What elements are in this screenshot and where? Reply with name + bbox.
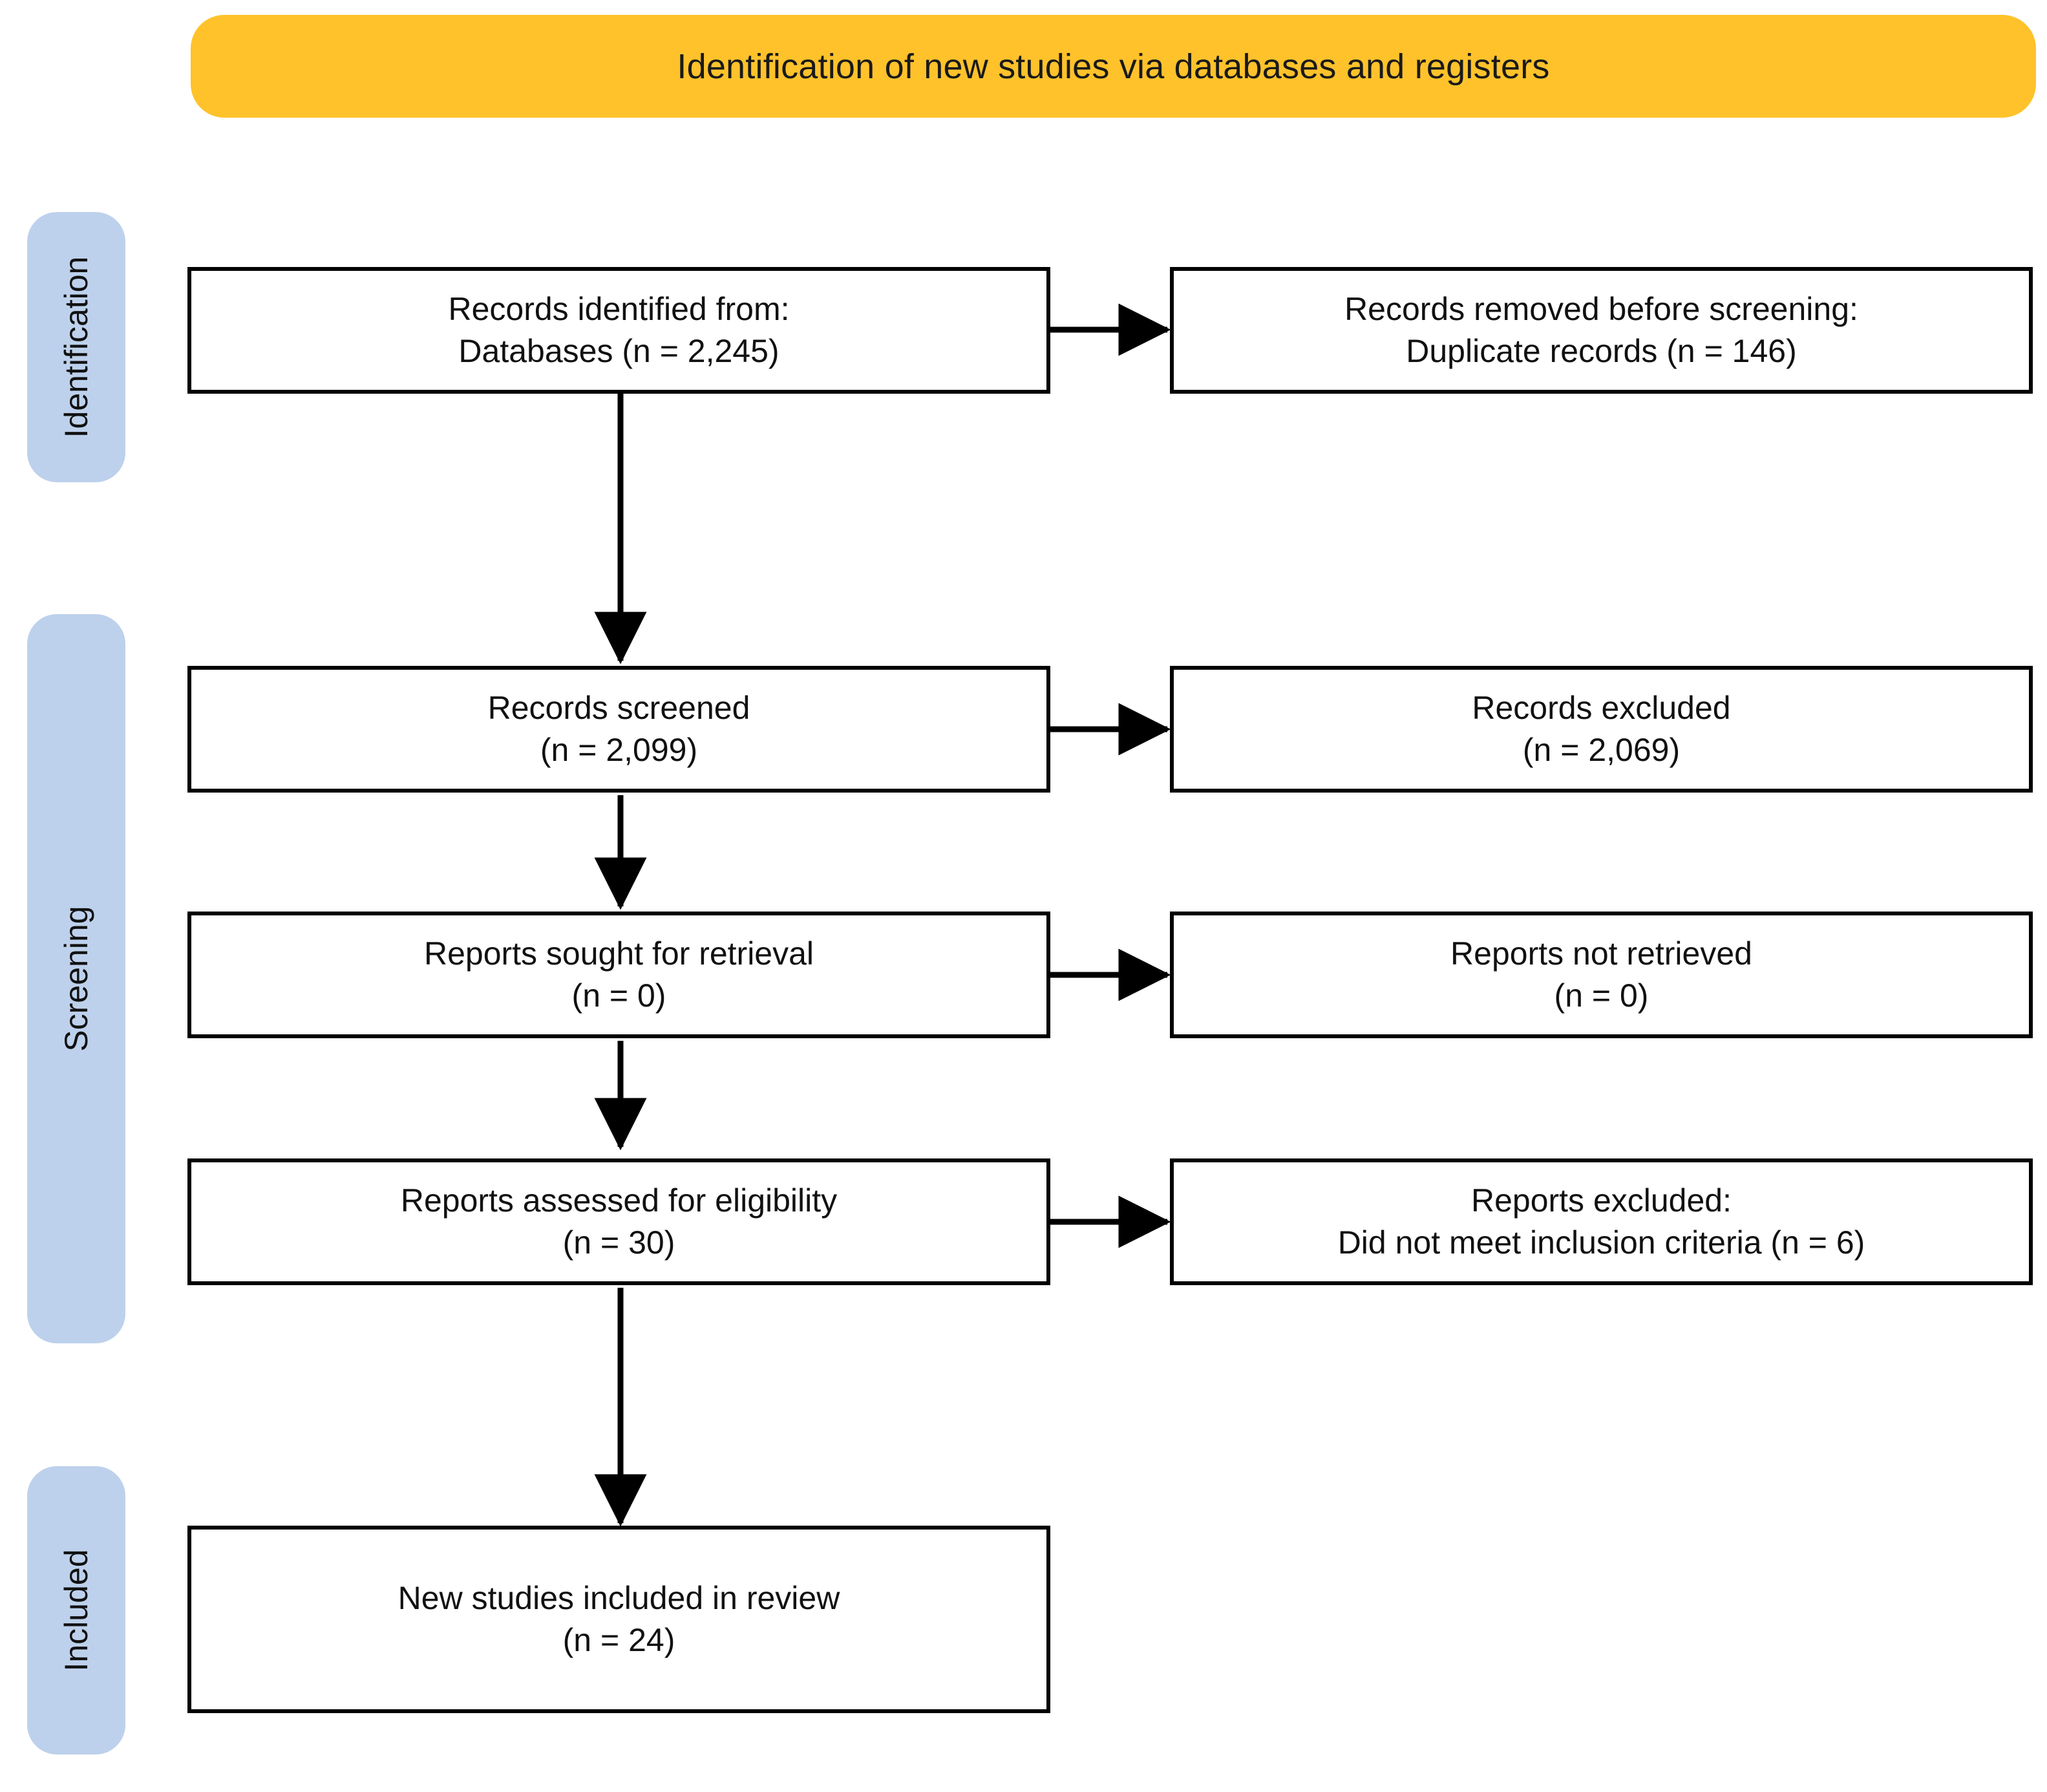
box-records-removed: Records removed before screening: Duplic… [1170,267,2033,394]
box-reports-not-retrieved-line-1: Reports not retrieved [1450,935,1752,972]
box-records-screened-line-2: (n = 2,099) [540,732,698,768]
box-new-studies-included-line-1: New studies included in review [398,1580,840,1616]
box-reports-sought-line-2: (n = 0) [571,977,666,1014]
stage-pill-identification: Identification [27,212,125,482]
box-reports-assessed-line-1: Reports assessed for eligibility [400,1182,838,1219]
box-records-identified-line-2: Databases (n = 2,245) [458,333,780,369]
box-reports-excluded-line-1: Reports excluded: [1470,1182,1732,1219]
stage-pill-included: Included [27,1466,125,1755]
box-new-studies-included: New studies included in review (n = 24) [187,1526,1050,1713]
stage-label-included: Included [58,1549,94,1672]
box-reports-sought: Reports sought for retrieval (n = 0) [187,912,1050,1038]
stage-pill-screening: Screening [27,614,125,1343]
box-reports-assessed: Reports assessed for eligibility (n = 30… [187,1158,1050,1285]
box-reports-sought-line-1: Reports sought for retrieval [423,935,814,972]
phase-banner-title: Identification of new studies via databa… [677,47,1550,86]
box-reports-excluded: Reports excluded: Did not meet inclusion… [1170,1158,2033,1285]
box-records-identified-line-1: Records identified from: [448,291,790,327]
box-records-identified: Records identified from: Databases (n = … [187,267,1050,394]
box-records-screened-line-1: Records screened [487,690,750,726]
box-reports-not-retrieved: Reports not retrieved (n = 0) [1170,912,2033,1038]
box-records-excluded: Records excluded (n = 2,069) [1170,666,2033,793]
box-reports-not-retrieved-line-2: (n = 0) [1554,977,1649,1014]
stage-label-identification: Identification [58,256,94,438]
box-reports-assessed-line-2: (n = 30) [562,1224,675,1261]
box-new-studies-included-line-2: (n = 24) [562,1622,675,1658]
stage-label-screening: Screening [58,906,94,1052]
box-records-screened: Records screened (n = 2,099) [187,666,1050,793]
box-records-removed-line-1: Records removed before screening: [1344,291,1858,327]
box-records-excluded-line-1: Records excluded [1472,690,1731,726]
box-reports-excluded-line-2: Did not meet inclusion criteria (n = 6) [1337,1224,1865,1261]
box-records-excluded-line-2: (n = 2,069) [1522,732,1681,768]
phase-banner: Identification of new studies via databa… [191,15,2036,118]
box-records-removed-line-2: Duplicate records (n = 146) [1406,333,1797,369]
